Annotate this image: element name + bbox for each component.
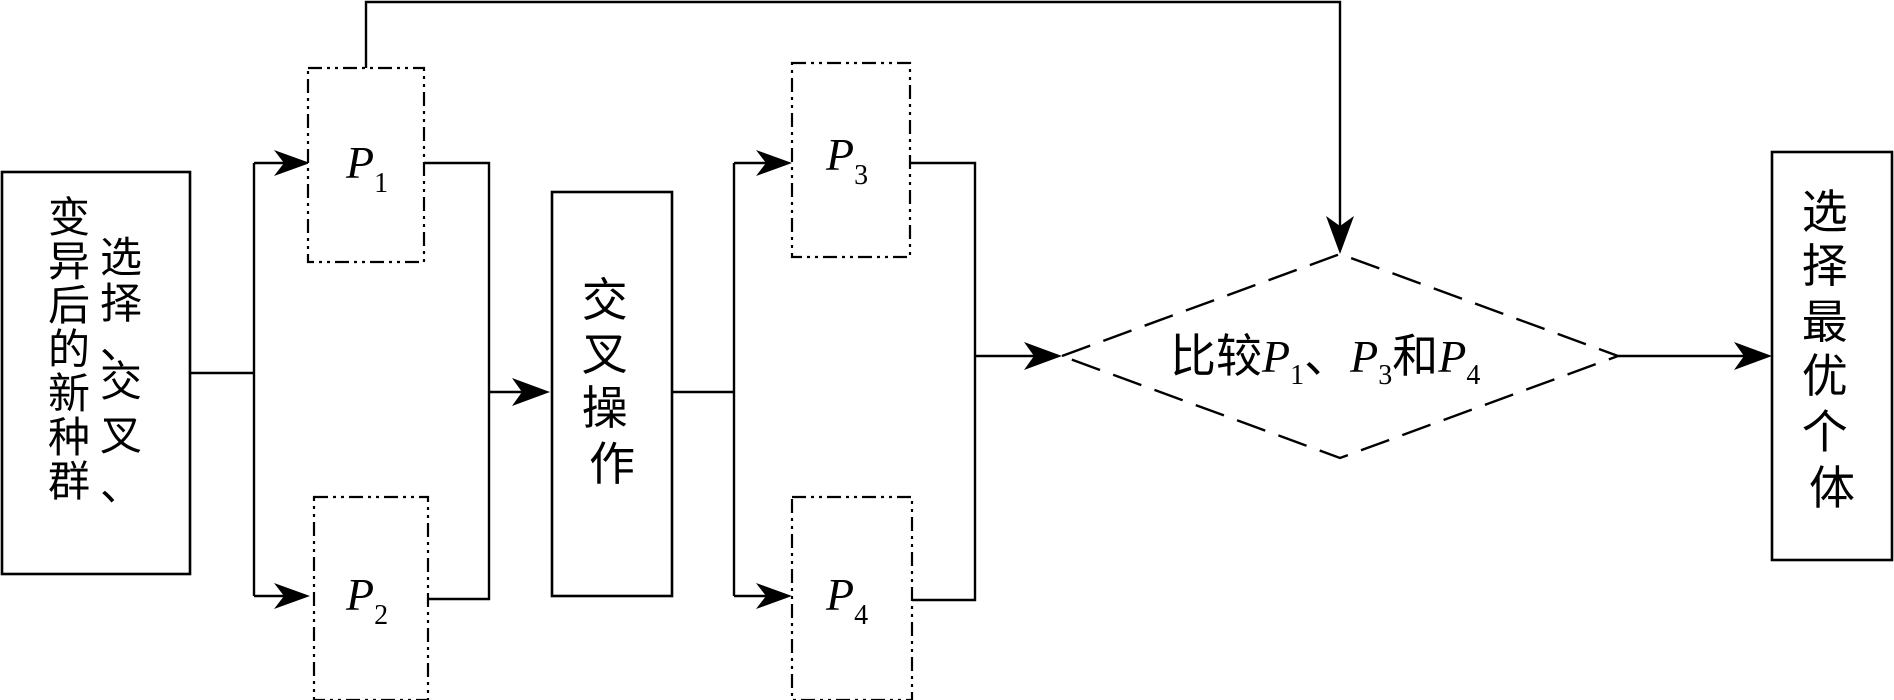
input-text-left-col: 变 异 后 的 新 种 群: [48, 193, 103, 506]
p4-box: P4: [790, 495, 914, 700]
input-char: 、: [100, 319, 142, 368]
merge-to-crossover: [424, 161, 550, 601]
arrow-to-crossover: [512, 378, 550, 406]
arrow-to-p1: [274, 150, 310, 176]
crossover-label: 交 叉 操 作: [582, 273, 643, 491]
p3-box: P3: [790, 61, 912, 259]
compare-to-output: [1618, 342, 1772, 370]
p1-to-compare-line: [364, 0, 1354, 254]
input-char: 变: [48, 193, 90, 242]
p1-box: P1: [306, 66, 426, 264]
input-char: 交: [100, 357, 142, 406]
p3-label: P3: [825, 129, 868, 191]
compare-label: 比较P1、P3和P4: [1170, 329, 1480, 391]
p4-label: P4: [825, 569, 868, 631]
input-char: 的: [48, 325, 90, 374]
input-population-box: 选 择 交 叉 、 、 变 异 后 的 新 种 群: [0, 170, 192, 576]
arrow-p1-to-compare: [1326, 216, 1354, 254]
output-label: 选 择 最 优 个 体: [1802, 185, 1863, 515]
input-char: 后: [48, 281, 90, 330]
p1-label: P1: [345, 137, 388, 199]
input-text-sep: 、 、: [100, 319, 155, 510]
crossover-box: 交 叉 操 作: [550, 190, 674, 598]
input-char: 种: [48, 413, 90, 462]
input-char: 叉: [100, 411, 142, 460]
input-text-mid-col: 交 叉: [100, 357, 155, 460]
input-char: 新: [48, 369, 90, 418]
compare-diamond: 比较P1、P3和P4: [1058, 252, 1622, 460]
branch-crossover: [672, 150, 792, 609]
output-box: 选 择 最 优 个 体: [1770, 150, 1894, 562]
input-char: 、: [100, 461, 142, 510]
arrow-to-output: [1734, 342, 1772, 370]
input-char: 群: [48, 457, 90, 506]
input-char: 异: [48, 237, 90, 286]
input-text-right-col: 选 择: [100, 233, 155, 328]
p2-label: P2: [345, 569, 388, 631]
branch-input: [190, 150, 310, 609]
input-char: 择: [100, 279, 142, 328]
arrow-to-p4: [756, 583, 792, 609]
p2-box: P2: [312, 495, 430, 700]
input-char: 选: [100, 233, 142, 282]
arrow-to-p3: [756, 150, 792, 176]
arrow-to-compare: [1024, 342, 1062, 370]
arrow-to-p2: [274, 583, 310, 609]
merge-to-compare: [910, 161, 1062, 602]
